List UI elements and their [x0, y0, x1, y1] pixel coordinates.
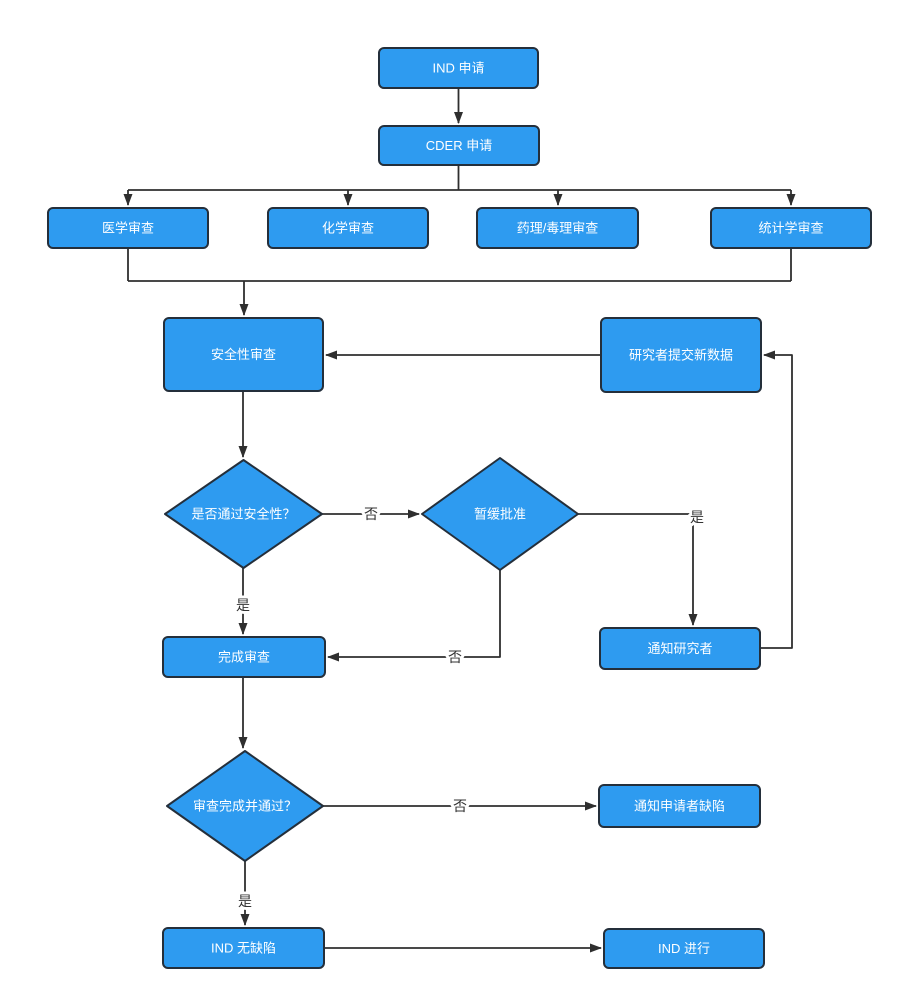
edge-label-decision2-no-to-notify: 否 — [453, 798, 467, 814]
node-researcher-new-data: 研究者提交新数据 — [600, 317, 762, 393]
node-pharm-tox-review: 药理/毒理审查 — [476, 207, 639, 249]
shape-chemistry-review — [267, 207, 429, 249]
shape-cder-application — [378, 125, 540, 166]
node-complete-review: 完成审查 — [162, 636, 326, 678]
edge-label-decision2-yes-to-ind: 是 — [238, 893, 252, 909]
node-statistics-review: 统计学审查 — [710, 207, 872, 249]
node-cder-application: CDER 申请 — [378, 125, 540, 166]
edge-hold-no-to-complete — [327, 570, 501, 662]
shape-decision-pass-safety — [164, 459, 323, 569]
shape-notify-applicant-defects — [598, 784, 761, 828]
shape-ind-proceeds — [603, 928, 765, 969]
shape-notify-researcher — [599, 627, 761, 670]
shape-complete-review — [162, 636, 326, 678]
decision-decision-pass-safety: 是否通过安全性？ — [164, 459, 323, 569]
edge-labels-layer: 否是是否否是 — [233, 503, 707, 912]
node-chemistry-review: 化学审查 — [267, 207, 429, 249]
edges-layer — [123, 88, 796, 953]
node-medical-review: 医学审查 — [47, 207, 209, 249]
edge-hold-yes-to-notify — [578, 513, 698, 626]
edge-label-hold-yes-to-notify: 是 — [690, 509, 704, 525]
node-notify-applicant-defects: 通知申请者缺陷 — [598, 784, 761, 828]
edge-notify-loop-to-newdata — [760, 350, 793, 649]
edge-label-hold-no-to-complete: 否 — [448, 649, 462, 665]
edge-label-decision-yes-to-complete: 是 — [236, 597, 250, 613]
shape-statistics-review — [710, 207, 872, 249]
shape-decision-review-passed — [166, 750, 324, 862]
node-notify-researcher: 通知研究者 — [599, 627, 761, 670]
node-safety-review: 安全性审查 — [163, 317, 324, 392]
decision-decision-clinical-hold: 暂缓批准 — [421, 457, 579, 571]
shape-decision-clinical-hold — [421, 457, 579, 571]
node-ind-no-defects: IND 无缺陷 — [162, 927, 325, 969]
edge-label-decision-no-to-hold: 否 — [364, 506, 378, 522]
node-ind-proceeds: IND 进行 — [603, 928, 765, 969]
shape-ind-no-defects — [162, 927, 325, 969]
shape-researcher-new-data — [600, 317, 762, 393]
shape-pharm-tox-review — [476, 207, 639, 249]
node-ind-application: IND 申请 — [378, 47, 539, 89]
shape-ind-application — [378, 47, 539, 89]
shape-medical-review — [47, 207, 209, 249]
shape-safety-review — [163, 317, 324, 392]
decision-decision-review-passed: 审查完成并通过？ — [166, 750, 324, 862]
